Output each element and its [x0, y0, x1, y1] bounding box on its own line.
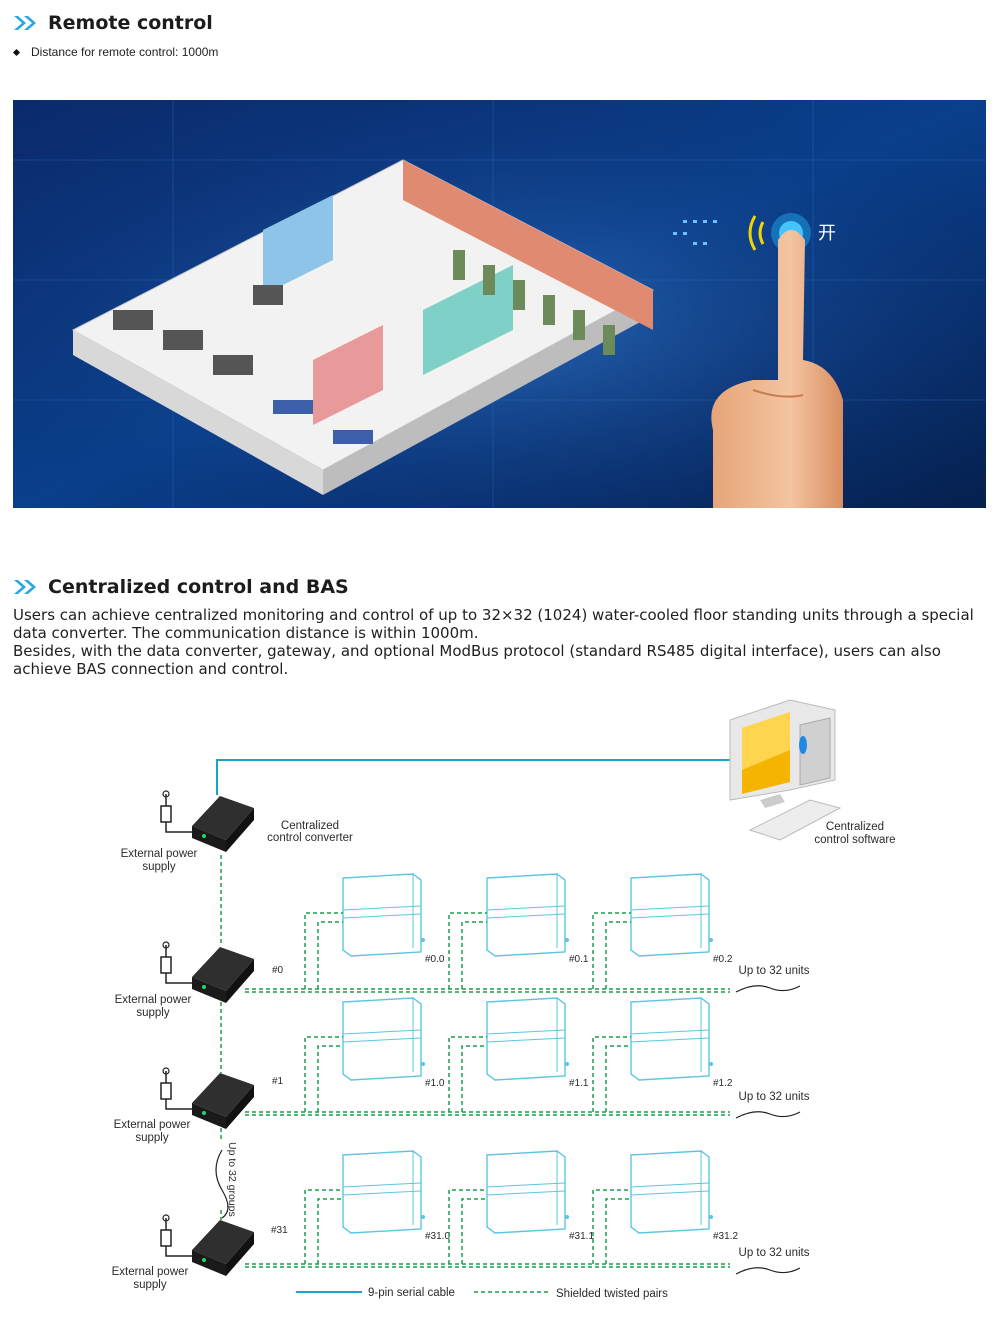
unit-label: #31.0 [425, 1231, 450, 1242]
power-supply-label-line2: supply [133, 1279, 166, 1291]
description-paragraph-1: Users can achieve centralized monitoring… [13, 606, 974, 642]
group-converter-device [192, 1073, 254, 1129]
continuation-wave [735, 1267, 801, 1275]
group-id-label: #0 [272, 965, 284, 976]
unit-drop-line [304, 1189, 343, 1264]
up-to-32-units-label: Up to 32 units [739, 965, 810, 977]
unit-drop-line [461, 921, 487, 989]
unit-drop-line [592, 912, 631, 989]
power-supply-label-line2: supply [135, 1132, 168, 1144]
unit-drop-line [461, 1198, 487, 1264]
indoor-unit [630, 873, 713, 957]
unit-drop-line [461, 1045, 487, 1112]
centralized-control-description: Users can achieve centralized monitoring… [13, 606, 983, 678]
bullet-text: Distance for remote control: 1000m [31, 45, 219, 59]
double-chevron-icon [14, 16, 36, 30]
remote-distance-bullet: Distance for remote control: 1000m [12, 45, 219, 59]
unit-drop-line [448, 912, 487, 989]
unit-label: #1.1 [569, 1078, 589, 1089]
up-to-32-units-label: Up to 32 units [739, 1247, 810, 1259]
power-supply-label-line1: External power [115, 994, 192, 1006]
continuation-wave [735, 985, 801, 993]
unit-drop-line [304, 1036, 343, 1112]
unit-label: #31.1 [569, 1231, 594, 1242]
power-plug-icon [160, 1214, 196, 1257]
power-supply-label-line1: External power [121, 848, 198, 860]
serial-cable-line [216, 759, 730, 795]
legend-twisted-label: Shielded twisted pairs [556, 1288, 668, 1300]
up-to-32-units-label: Up to 32 units [739, 1091, 810, 1103]
indoor-unit [486, 997, 569, 1081]
indoor-unit [630, 1150, 713, 1234]
group-converter-device [192, 947, 254, 1003]
unit-label: #0.0 [425, 954, 445, 965]
unit-label: #0.2 [713, 954, 733, 965]
unit-drop-line [448, 1036, 487, 1112]
power-plug-icon [160, 790, 196, 833]
unit-drop-line [448, 1189, 487, 1264]
software-label-line2: control software [814, 834, 895, 846]
section-title-text: Centralized control and BAS [48, 576, 349, 598]
continuation-wave [735, 1111, 801, 1119]
control-converter-device [192, 796, 254, 852]
unit-label: #0.1 [569, 954, 589, 965]
unit-drop-line [605, 1045, 631, 1112]
converter-label-line2: control converter [267, 832, 353, 844]
converter-label-line1: Centralized [281, 820, 339, 832]
section-title-text: Remote control [48, 12, 213, 34]
groups-brace [215, 1149, 229, 1219]
power-plug-icon [160, 1067, 196, 1110]
remote-control-hero-image: 开 [13, 100, 986, 508]
unit-label: #1.2 [713, 1078, 733, 1089]
on-indicator-text: 开 [818, 223, 836, 244]
isometric-store-illustration [71, 159, 655, 495]
indoor-unit [630, 997, 713, 1081]
unit-label: #31.2 [713, 1231, 738, 1242]
power-supply-label-line1: External power [114, 1119, 191, 1131]
unit-drop-line [592, 1036, 631, 1112]
unit-drop-line [317, 1045, 343, 1112]
power-supply-label-line2: supply [136, 1007, 169, 1019]
group-id-label: #1 [272, 1076, 284, 1087]
indoor-unit [486, 1150, 569, 1234]
unit-drop-line [605, 921, 631, 989]
group-converter-device [192, 1220, 254, 1276]
computer-icon [729, 699, 842, 841]
power-supply-label-line2: supply [142, 861, 175, 873]
remote-control-title: Remote control [12, 12, 213, 34]
indoor-unit [342, 873, 425, 957]
indoor-unit [486, 873, 569, 957]
unit-label: #1.0 [425, 1078, 445, 1089]
up-to-32-groups-label: Up to 32 groups [226, 1142, 238, 1217]
unit-drop-line [317, 921, 343, 989]
power-supply-label-line1: External power [112, 1266, 189, 1278]
description-paragraph-2: Besides, with the data converter, gatewa… [13, 642, 941, 678]
centralized-control-title: Centralized control and BAS [12, 576, 349, 598]
power-plug-icon [160, 941, 196, 984]
double-chevron-icon [14, 580, 36, 594]
unit-drop-line [317, 1198, 343, 1264]
software-label-line1: Centralized [826, 821, 884, 833]
unit-drop-line [304, 912, 343, 989]
finger-touch-illustration: 开 [673, 213, 843, 508]
unit-drop-line [605, 1198, 631, 1264]
indoor-unit [342, 997, 425, 1081]
legend-serial-label: 9-pin serial cable [368, 1287, 455, 1299]
indoor-unit [342, 1150, 425, 1234]
group-id-label: #31 [271, 1225, 288, 1236]
unit-drop-line [592, 1189, 631, 1264]
bullet-icon [12, 49, 21, 57]
